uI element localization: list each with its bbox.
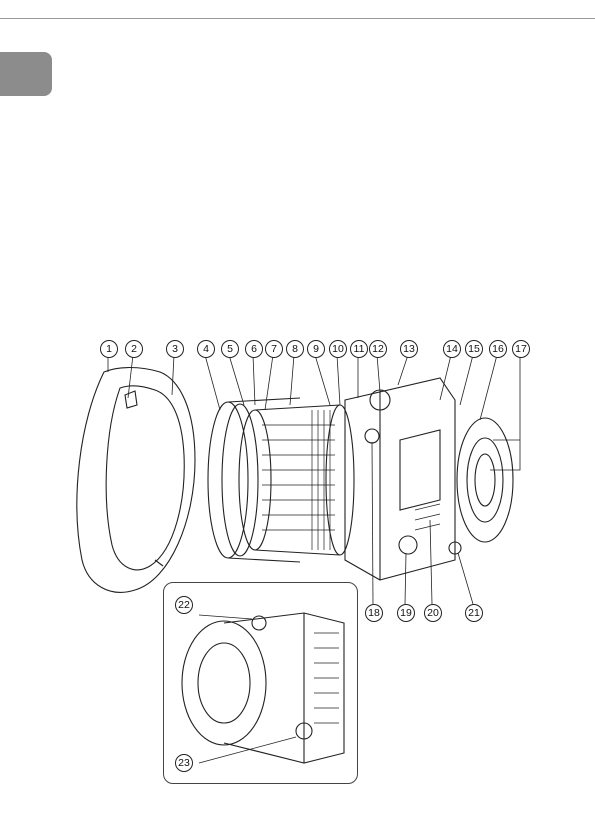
callout-8: 8 [286,340,304,358]
inset-detail-panel [163,582,358,784]
callout-6: 6 [245,340,263,358]
callout-17: 17 [512,340,530,358]
callout-15: 15 [465,340,483,358]
callout-7: 7 [265,340,283,358]
callout-18: 18 [365,604,383,622]
callout-9: 9 [307,340,325,358]
callout-23: 23 [175,754,193,772]
callout-10: 10 [329,340,347,358]
callout-14: 14 [443,340,461,358]
callout-4: 4 [197,340,215,358]
callout-11: 11 [350,340,368,358]
callout-19: 19 [397,604,415,622]
callout-21: 21 [465,604,483,622]
callout-16: 16 [489,340,507,358]
lens-barrel-illustration [208,378,513,580]
callout-13: 13 [400,340,418,358]
callout-2: 2 [125,340,143,358]
callout-3: 3 [166,340,184,358]
callout-22: 22 [175,596,193,614]
callout-12: 12 [369,340,387,358]
callout-5: 5 [221,340,239,358]
callout-1: 1 [100,340,118,358]
inset-illustration [164,583,357,783]
lens-hood-illustration [77,368,195,593]
callout-20: 20 [424,604,442,622]
